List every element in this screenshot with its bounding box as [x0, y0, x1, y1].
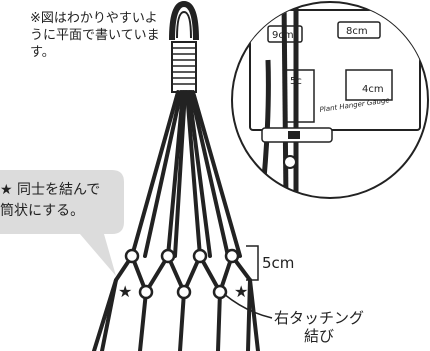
star-left: ★: [118, 282, 132, 301]
spacing-label: 5cm: [262, 254, 295, 272]
spacing-bracket: [246, 245, 259, 281]
note-text: ※図はわかりやすいように平面で書いています。: [30, 11, 160, 60]
magnifier: [231, 1, 429, 199]
speech-bubble: [0, 170, 124, 276]
knot-nodes: [124, 248, 240, 300]
gauge-label-9cm: 9cm: [272, 30, 294, 41]
bubble-text: ★ 同士を結んで 筒状にする。: [0, 182, 101, 219]
knot-pointer: [223, 293, 273, 319]
star-right: ★: [234, 282, 248, 301]
knot-label: 右タッチング 結び: [274, 309, 365, 345]
knot-net: [92, 254, 260, 351]
gauge-label-5c: 5c: [290, 76, 302, 87]
gauge-label-8cm: 8cm: [346, 26, 368, 37]
gauge-label-4cm: 4cm: [362, 84, 384, 95]
cords: [130, 90, 242, 258]
hanging-loop: [169, 0, 199, 93]
